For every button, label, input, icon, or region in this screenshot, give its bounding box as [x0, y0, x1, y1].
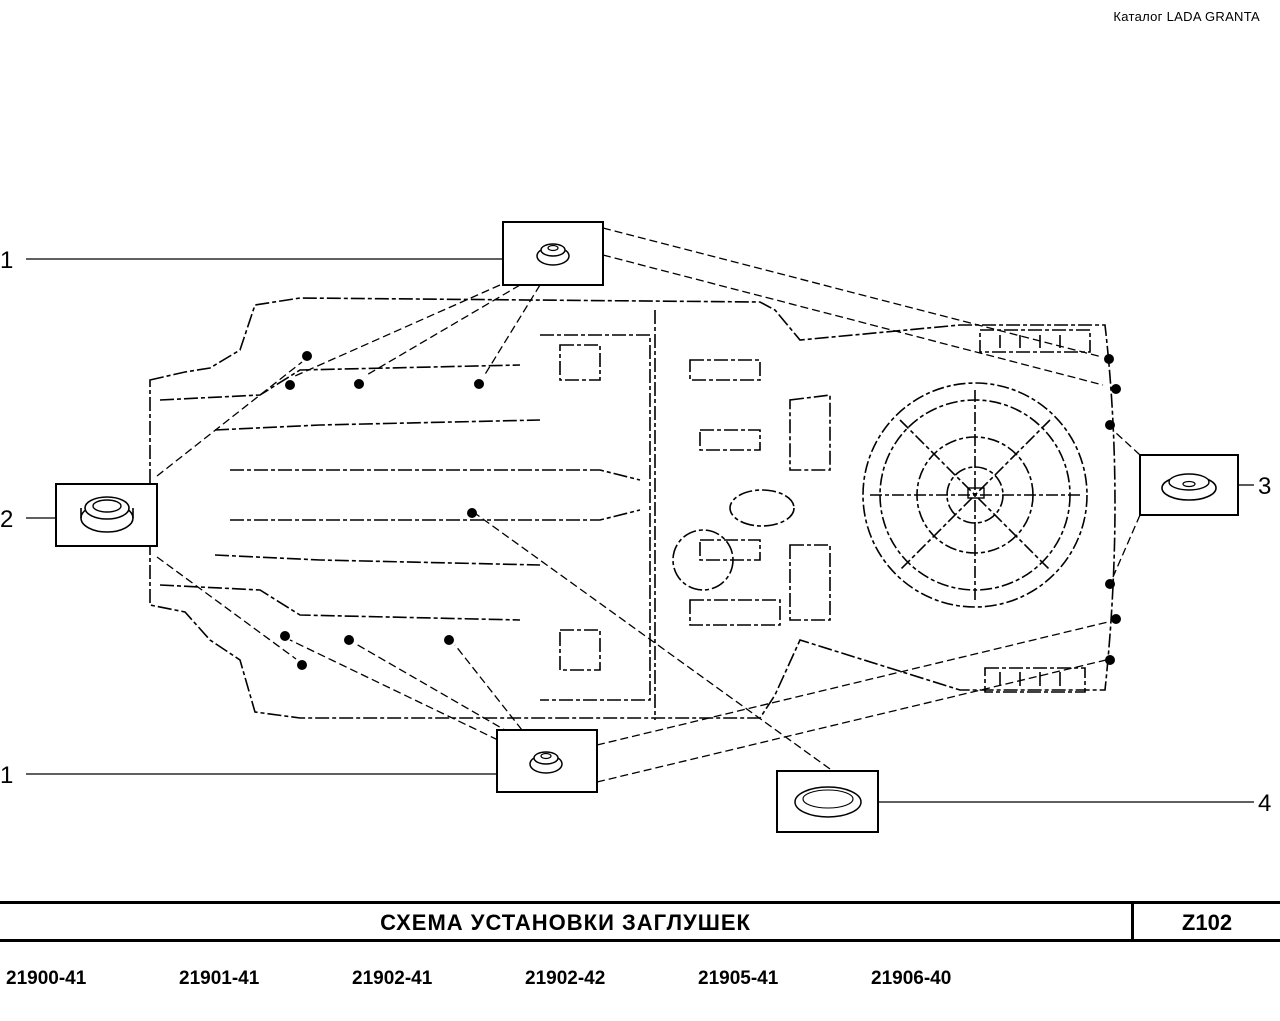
- model-code: 21902-41: [352, 968, 433, 989]
- callout-number-1-top: 1: [0, 247, 13, 274]
- model-code: 21901-41: [179, 968, 260, 989]
- callout-number-3: 3: [1258, 473, 1271, 500]
- callout-lines: [26, 258, 1254, 803]
- callout-number-2: 2: [0, 506, 13, 533]
- title-block: СХЕМА УСТАНОВКИ ЗАГЛУШЕК Z102: [0, 901, 1280, 942]
- callout-number-1-bottom: 1: [0, 762, 13, 789]
- plug-points: [280, 351, 1121, 670]
- model-code: 21900-41: [6, 968, 87, 989]
- part-box-4: [776, 770, 879, 833]
- model-code: 21902-42: [525, 968, 606, 989]
- part-box-3: [1139, 454, 1239, 516]
- leader-lines: [156, 227, 1141, 783]
- diagram-code: Z102: [1181, 910, 1233, 935]
- model-code: 21905-41: [698, 968, 779, 989]
- part-box-1-bottom: [496, 729, 598, 793]
- part-box-2: [55, 483, 158, 547]
- callout-number-4: 4: [1258, 790, 1271, 817]
- underbody-outline: [149, 297, 1116, 720]
- diagram-title: СХЕМА УСТАНОВКИ ЗАГЛУШЕК: [0, 904, 1134, 939]
- catalog-label: Каталог LADA GRANTA: [1113, 9, 1260, 24]
- model-code: 21906-40: [871, 968, 952, 989]
- plug-installation-diagram: 1 2 3 1 4: [0, 221, 1271, 833]
- part-box-1-top: [502, 221, 604, 286]
- spare-wheel-well: [862, 382, 1088, 608]
- model-list: 21900-41 21901-41 21902-41 21902-42 2190…: [6, 966, 1044, 992]
